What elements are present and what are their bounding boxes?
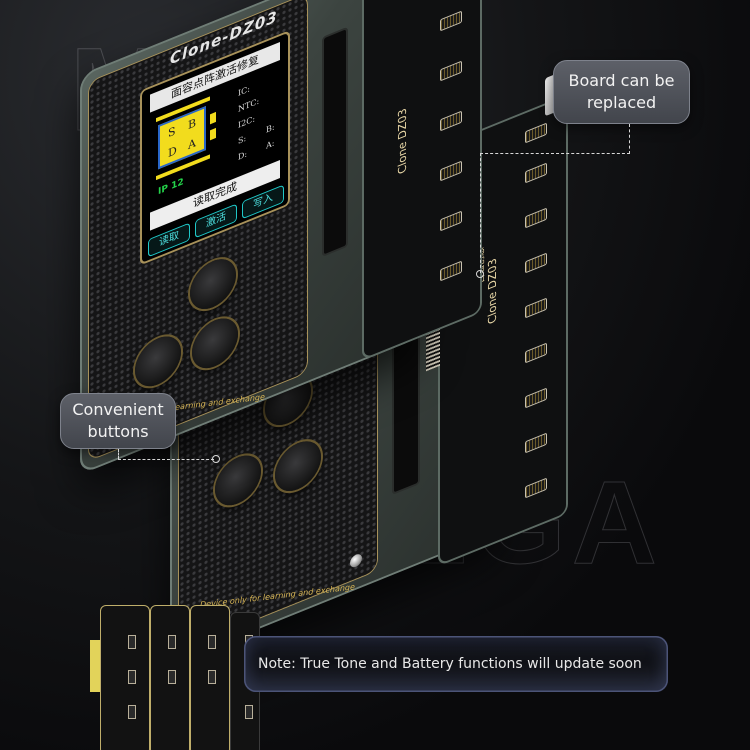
screen-label-s: S: [238, 133, 247, 147]
callout-board-leader [480, 153, 481, 273]
chip-letter-a: A [188, 135, 196, 153]
mini-connector [128, 670, 136, 684]
screen-label-ic: IC: [238, 84, 250, 99]
mini-connector [128, 635, 136, 649]
callout-buttons-leader [118, 449, 119, 459]
callout-board-line2: replaced [586, 93, 657, 112]
note-banner: Note: True Tone and Battery functions wi… [244, 636, 668, 692]
callout-buttons-line1: Convenient [72, 400, 164, 419]
mini-connector [128, 705, 136, 719]
mini-board [100, 605, 150, 750]
callout-buttons-leader [118, 459, 214, 460]
mini-connector [168, 670, 176, 684]
mini-boards-group [90, 590, 260, 750]
screen-label-a: A: [266, 138, 275, 151]
callout-board-leader [480, 153, 630, 154]
board-slot [322, 26, 348, 258]
callout-board-replaced: Board can be replaced [553, 60, 690, 124]
replaceable-board [362, 0, 482, 361]
callout-convenient-buttons: Convenient buttons [60, 393, 176, 449]
callout-board-anchor [476, 270, 484, 278]
callout-buttons-anchor [212, 455, 220, 463]
mini-connector [208, 635, 216, 649]
chip-letter-s: S [168, 124, 176, 141]
screen-label-ntc: NTC: [238, 96, 260, 115]
chip-letter-b: B [188, 115, 197, 133]
gold-fingers [90, 640, 102, 692]
chip-letter-d: D [168, 143, 177, 161]
mini-connector [245, 705, 253, 719]
screen-label-b: B: [266, 122, 275, 135]
callout-buttons-line2: buttons [87, 422, 149, 441]
mini-connector [168, 635, 176, 649]
board-model: Clone DZ03 [395, 106, 409, 177]
screen-model: IP 12 [158, 176, 184, 198]
callout-board-leader [629, 124, 630, 154]
screen-label-d: D: [238, 149, 248, 163]
note-text: Note: True Tone and Battery functions wi… [258, 656, 642, 672]
mini-connector [208, 670, 216, 684]
screen-label-i2c: I2C: [238, 114, 256, 131]
chip-pin-side [210, 127, 216, 141]
callout-board-line1: Board can be [568, 71, 675, 90]
chip-pin-side [210, 111, 216, 125]
